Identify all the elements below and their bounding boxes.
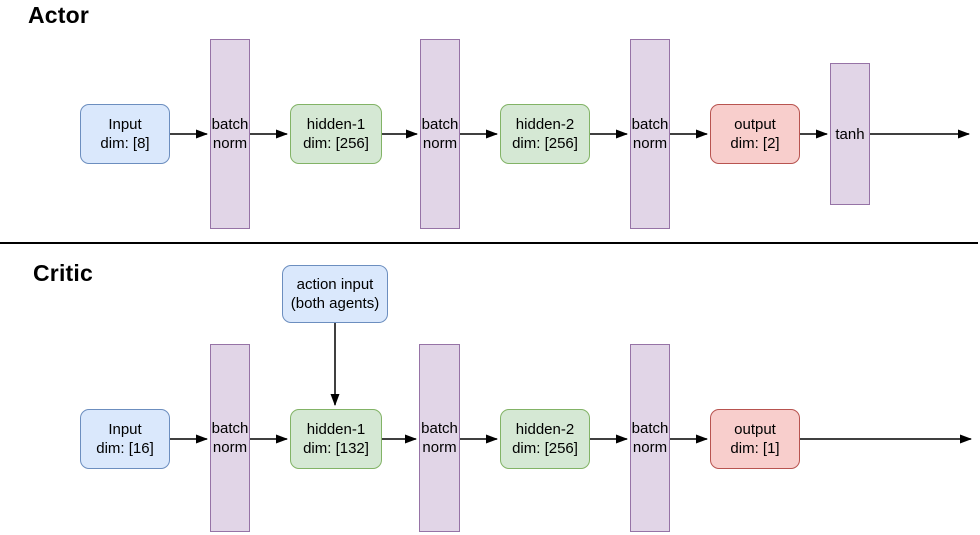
actor-batchnorm-3-line2: norm: [632, 135, 668, 152]
critic-output-label-line2: dim: [1]: [730, 440, 780, 457]
actor-hidden2-label-line1: hidden-2: [515, 116, 575, 133]
actor-batchnorm-3-line1: batch: [631, 116, 669, 133]
critic-batchnorm-1-node: batch norm: [210, 344, 250, 532]
actor-batchnorm-2-node: batch norm: [420, 39, 460, 229]
actor-tanh-label: tanh: [835, 125, 865, 143]
critic-input-label-line2: dim: [16]: [96, 440, 154, 457]
critic-batchnorm-2-line2: norm: [422, 439, 457, 456]
actor-section-title: Actor: [28, 2, 90, 28]
critic-action-input-line1: action input: [296, 276, 374, 293]
actor-batchnorm-3-node: batch norm: [630, 39, 670, 229]
actor-batchnorm-2-line1: batch: [421, 116, 459, 133]
actor-output-node: output dim: [2]: [710, 104, 800, 164]
actor-batchnorm-2-line2: norm: [422, 135, 458, 152]
critic-batchnorm-3-line2: norm: [632, 439, 668, 456]
critic-batchnorm-3-node: batch norm: [630, 344, 670, 532]
critic-hidden2-label-line2: dim: [256]: [512, 440, 578, 457]
critic-input-node: Input dim: [16]: [80, 409, 170, 469]
actor-batchnorm-1-line2: norm: [212, 135, 248, 152]
actor-hidden1-label-line1: hidden-1: [306, 116, 366, 133]
critic-hidden1-label-line2: dim: [132]: [303, 440, 369, 457]
critic-hidden1-label-line1: hidden-1: [306, 421, 366, 438]
critic-batchnorm-2-line1: batch: [421, 420, 458, 437]
actor-hidden1-node: hidden-1 dim: [256]: [290, 104, 382, 164]
critic-hidden2-label-line1: hidden-2: [515, 421, 575, 438]
critic-output-node: output dim: [1]: [710, 409, 800, 469]
actor-output-label-line1: output: [734, 116, 776, 133]
critic-batchnorm-2-node: batch norm: [419, 344, 460, 532]
actor-input-label-line2: dim: [8]: [100, 135, 150, 152]
critic-hidden2-node: hidden-2 dim: [256]: [500, 409, 590, 469]
critic-hidden1-node: hidden-1 dim: [132]: [290, 409, 382, 469]
critic-input-label-line1: Input: [108, 421, 142, 438]
section-divider-line: [0, 242, 978, 244]
actor-input-label-line1: Input: [108, 116, 142, 133]
critic-action-input-line2: (both agents): [290, 295, 380, 312]
actor-input-node: Input dim: [8]: [80, 104, 170, 164]
actor-hidden1-label-line2: dim: [256]: [303, 135, 369, 152]
actor-hidden2-node: hidden-2 dim: [256]: [500, 104, 590, 164]
critic-batchnorm-1-line1: batch: [211, 420, 249, 437]
actor-tanh-node: tanh: [830, 63, 870, 205]
critic-action-input-node: action input (both agents): [282, 265, 388, 323]
critic-batchnorm-1-line2: norm: [212, 439, 248, 456]
actor-hidden2-label-line2: dim: [256]: [512, 135, 578, 152]
critic-batchnorm-3-line1: batch: [631, 420, 669, 437]
actor-batchnorm-1-line1: batch: [211, 116, 249, 133]
critic-output-label-line1: output: [734, 421, 776, 438]
actor-batchnorm-1-node: batch norm: [210, 39, 250, 229]
critic-section-title: Critic: [33, 260, 93, 286]
actor-output-label-line2: dim: [2]: [730, 135, 780, 152]
